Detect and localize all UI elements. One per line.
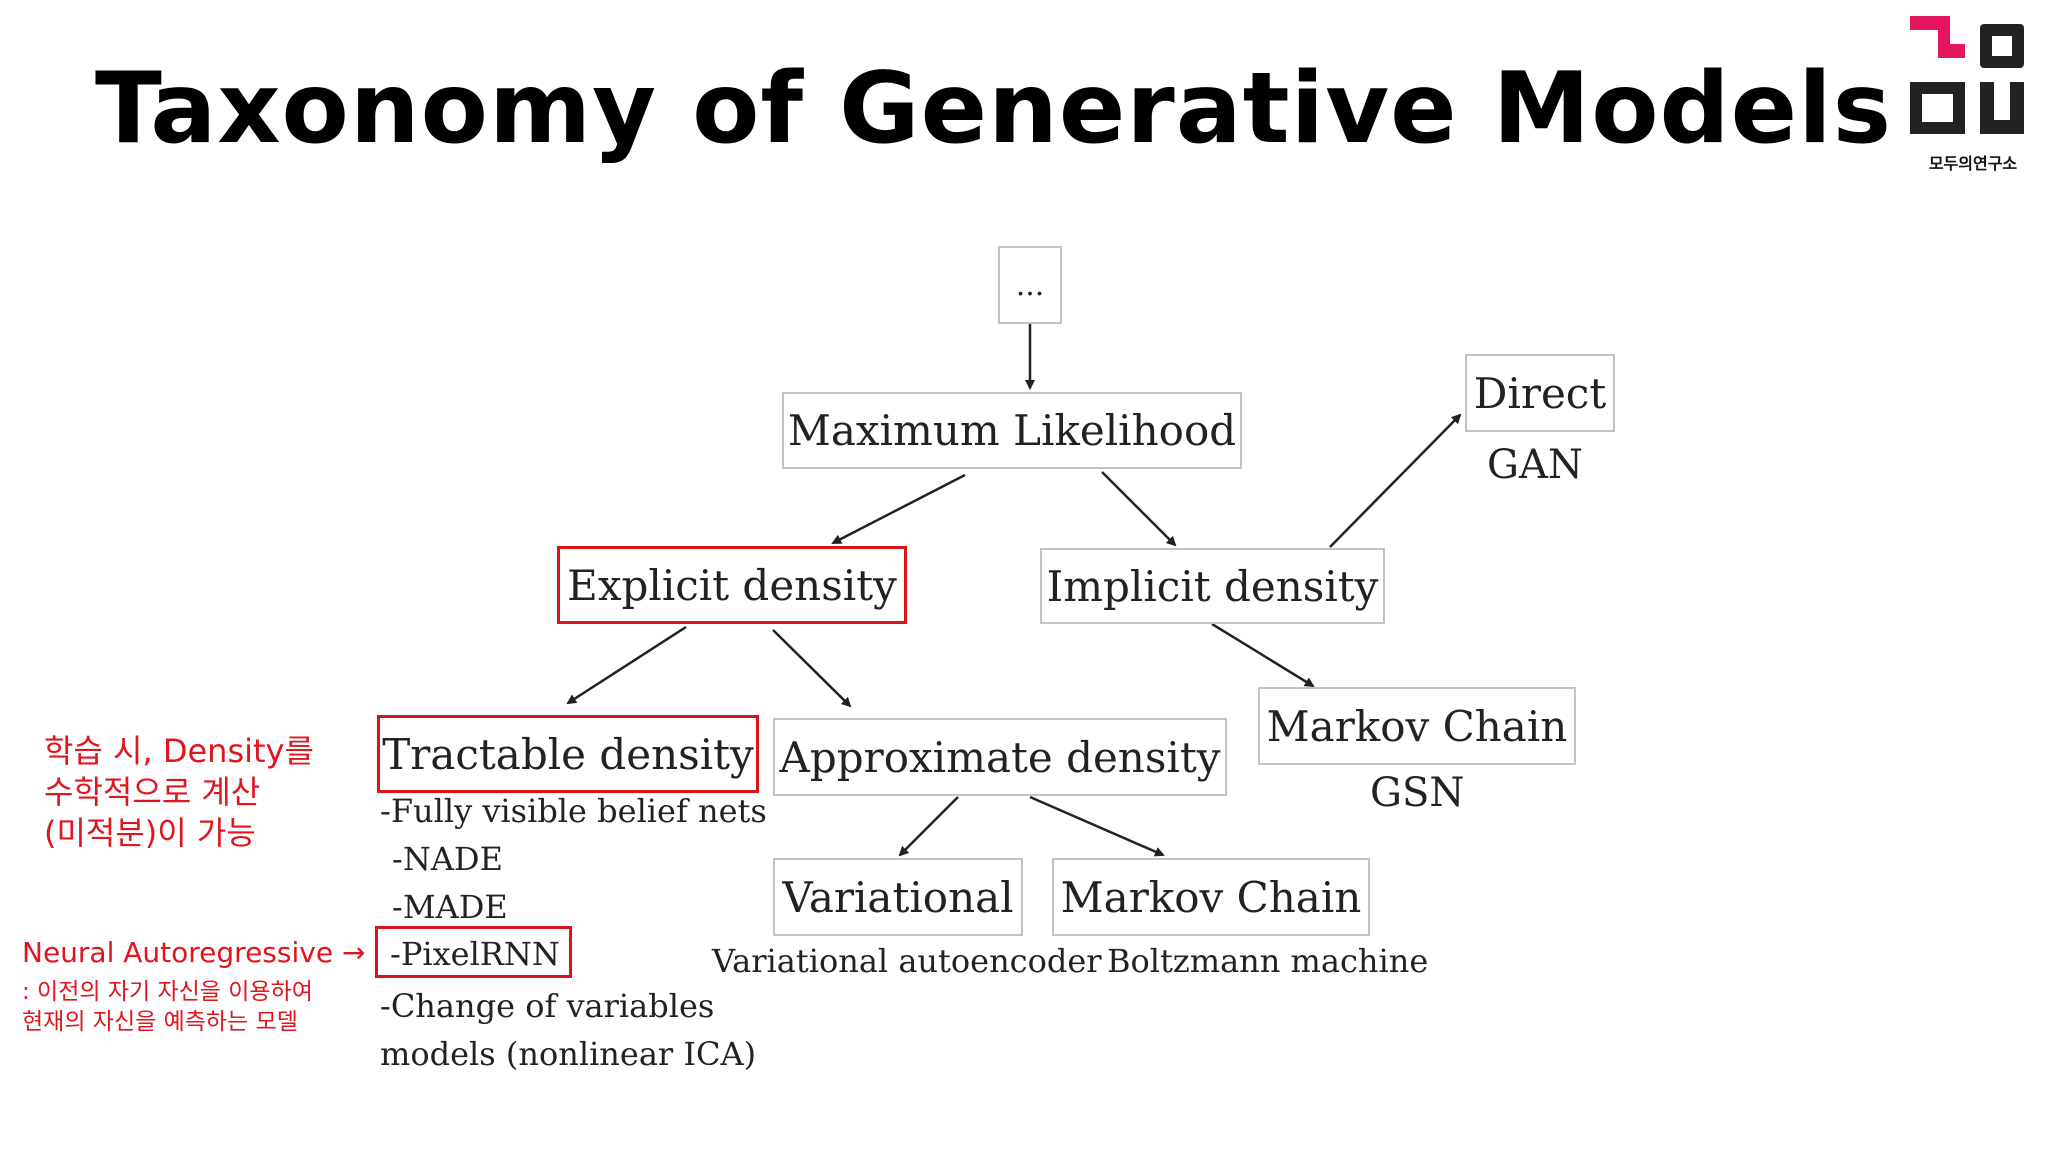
note-pixelrnn-line-2: 현재의 자신을 예측하는 모델: [22, 1009, 298, 1035]
node-direct: Direct: [1465, 354, 1615, 432]
list-item-nade: -NADE: [392, 840, 503, 878]
edge-approx-markov: [1029, 795, 1165, 857]
edge-ml-implicit: [1101, 471, 1177, 547]
modulabs-logo: [1910, 16, 2024, 134]
highlight-pixelrnn: [375, 926, 572, 978]
edge-implicit-direct: [1329, 413, 1462, 548]
list-item-pixelrnn: -PixelRNN: [390, 935, 560, 973]
slide-title: Taxonomy of Generative Models: [95, 52, 1893, 166]
node-root: ...: [998, 246, 1062, 324]
label-boltzmann-machine: Boltzmann machine: [1107, 942, 1429, 980]
note-tractable-line-1: 학습 시, Density를: [44, 732, 314, 770]
node-markov-chain-approx: Markov Chain: [1052, 858, 1370, 936]
list-item-fvbn: -Fully visible belief nets: [380, 792, 767, 830]
list-item-nonlinear-ica: models (nonlinear ICA): [380, 1035, 757, 1073]
edge-approx-variational: [898, 796, 959, 857]
logo-caption: 모두의연구소: [1928, 154, 2018, 173]
note-pixelrnn-line-1: : 이전의 자기 자신을 이용하여: [22, 979, 313, 1005]
label-gan: GAN: [1487, 442, 1583, 488]
node-approximate-density: Approximate density: [773, 718, 1227, 796]
list-item-change-of-variables: -Change of variables: [380, 987, 715, 1025]
list-item-made: -MADE: [392, 888, 508, 926]
note-tractable-line-3: (미적분)이 가능: [44, 814, 256, 852]
node-explicit-density: Explicit density: [557, 546, 907, 624]
node-maximum-likelihood: Maximum Likelihood: [782, 392, 1242, 469]
node-tractable-density: Tractable density: [377, 715, 759, 793]
edge-implicit-markov: [1211, 622, 1315, 688]
edge-explicit-tractable: [566, 625, 687, 705]
node-implicit-density: Implicit density: [1040, 548, 1385, 624]
edge-explicit-approx: [772, 629, 852, 708]
node-markov-chain-implicit: Markov Chain: [1258, 687, 1576, 765]
note-tractable-line-2: 수학적으로 계산: [44, 773, 261, 811]
edge-ml-explicit: [831, 473, 966, 545]
label-variational-autoencoder: Variational autoencoder: [712, 942, 1102, 980]
node-variational: Variational: [773, 858, 1023, 936]
note-pixelrnn-title: Neural Autoregressive →: [22, 936, 366, 969]
label-gsn: GSN: [1370, 770, 1465, 816]
